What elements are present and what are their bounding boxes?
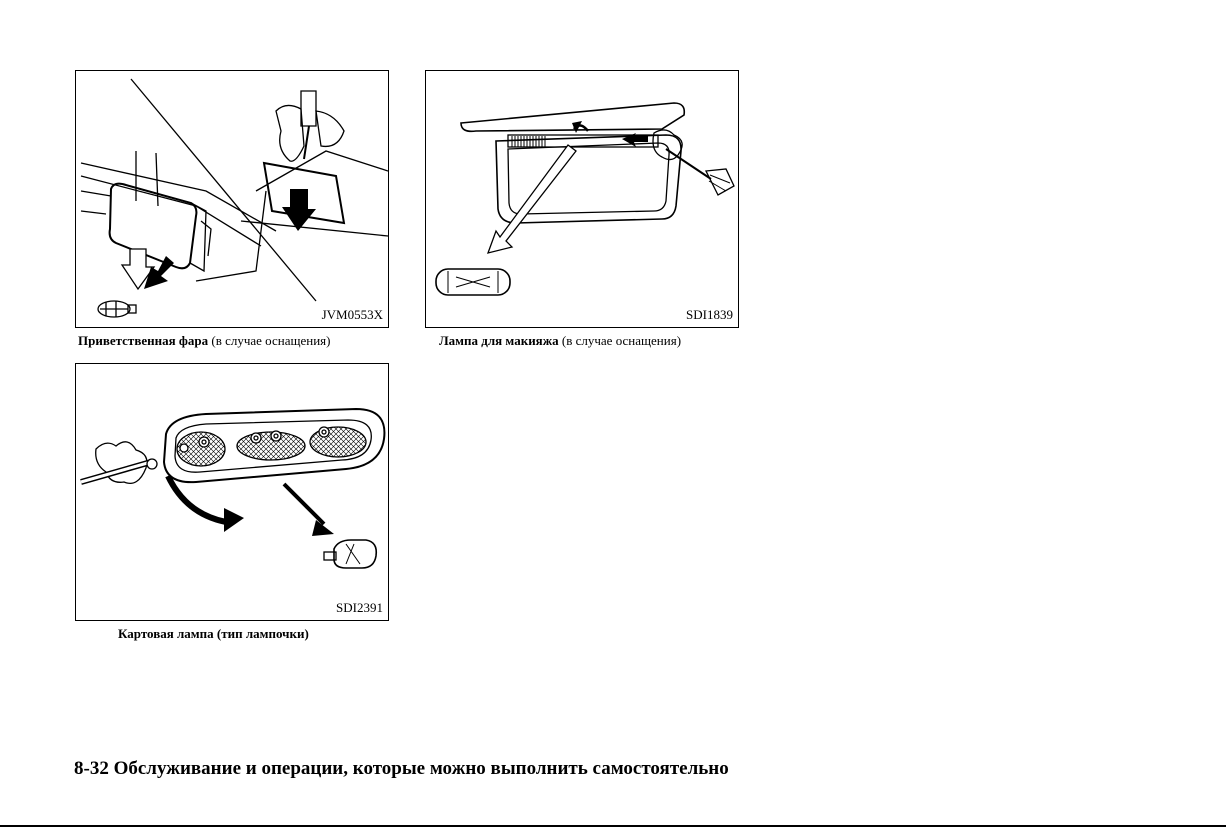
caption-bold: Приветственная фара (78, 333, 208, 348)
footer-divider (0, 825, 1226, 827)
vanity-light-illustration (426, 71, 738, 327)
figure-welcome-light: JVM0553X (75, 70, 389, 328)
figure-code: SDI2391 (335, 600, 384, 616)
caption-bold: Лампа для макияжа (439, 333, 559, 348)
map-light-illustration (76, 364, 388, 620)
figure-caption: Приветственная фара (в случае оснащения) (78, 333, 331, 349)
caption-regular: (в случае оснащения) (559, 333, 681, 348)
figure-code: JVM0553X (321, 307, 384, 323)
page-footer: 8-32 Обслуживание и операции, которые мо… (74, 758, 729, 780)
figure-vanity-light: SDI1839 (425, 70, 739, 328)
figure-map-light: SDI2391 (75, 363, 389, 621)
figure-caption: Картовая лампа (тип лампочки) (118, 626, 309, 642)
figure-code: SDI1839 (685, 307, 734, 323)
welcome-light-illustration (76, 71, 388, 327)
figure-caption: Лампа для макияжа (в случае оснащения) (439, 333, 681, 349)
caption-regular: (в случае оснащения) (208, 333, 330, 348)
